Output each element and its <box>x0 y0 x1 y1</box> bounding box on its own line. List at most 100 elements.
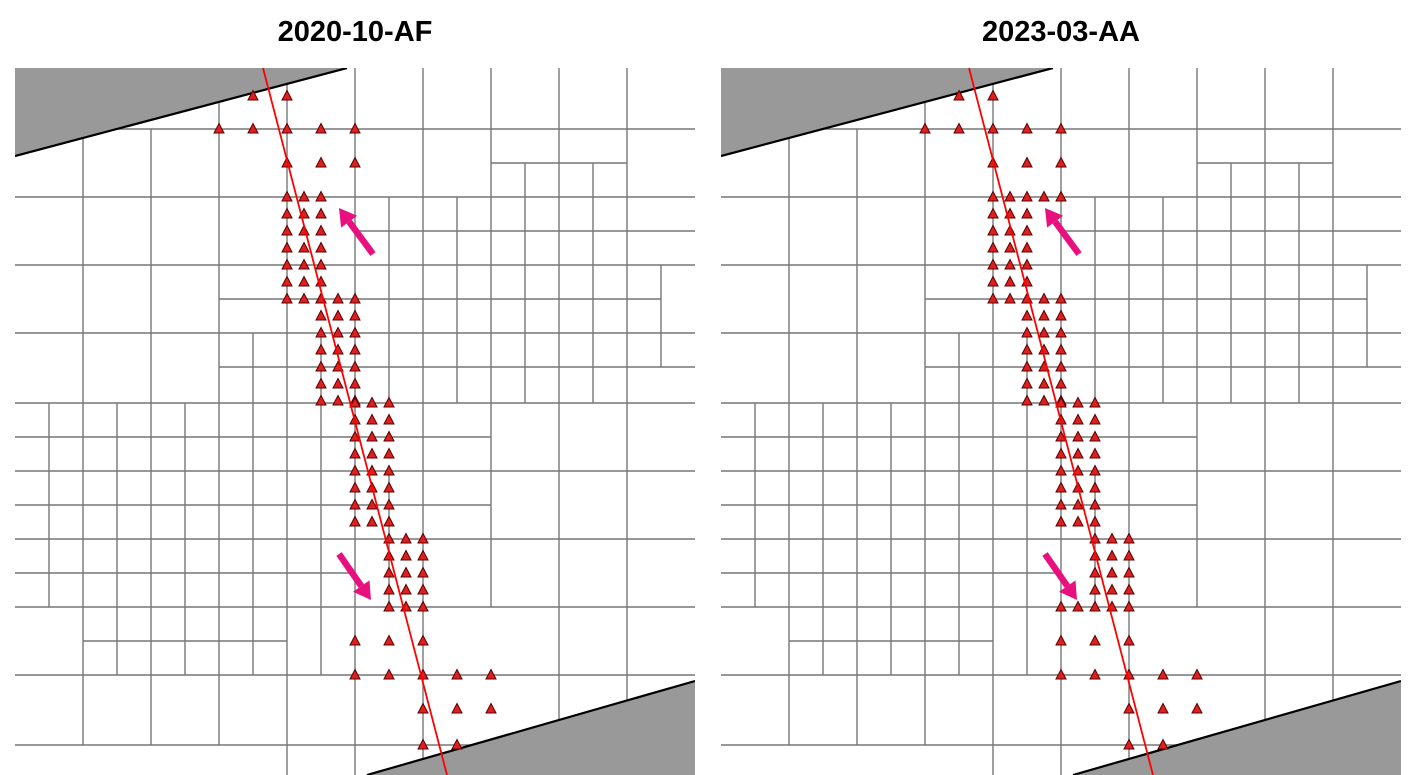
triangle-marker-icon <box>1038 394 1050 406</box>
triangle-marker-icon <box>485 702 497 714</box>
triangle-marker-icon <box>1021 326 1033 338</box>
triangle-marker-icon <box>1072 413 1084 425</box>
triangle-marker-icon <box>349 396 361 408</box>
triangle-marker-icon <box>953 122 965 134</box>
triangle-marker-icon <box>332 309 344 321</box>
triangle-marker-icon <box>281 89 293 101</box>
triangle-marker-icon <box>1106 583 1118 595</box>
triangle-marker-icon <box>315 156 327 168</box>
triangle-marker-icon <box>1089 481 1101 493</box>
triangle-marker-icon <box>349 292 361 304</box>
triangle-marker-icon <box>1123 532 1135 544</box>
triangle-marker-icon <box>1055 447 1067 459</box>
arrow-shaft <box>1042 552 1070 588</box>
triangle-marker-icon <box>1106 532 1118 544</box>
triangle-marker-icon <box>417 702 429 714</box>
triangle-marker-icon <box>1021 190 1033 202</box>
triangle-marker-icon <box>349 668 361 680</box>
triangle-marker-icon <box>383 600 395 612</box>
triangle-marker-icon <box>315 326 327 338</box>
triangle-marker-icon <box>281 190 293 202</box>
triangle-marker-icon <box>987 190 999 202</box>
triangle-marker-icon <box>1021 394 1033 406</box>
panel-title: 2023-03-AA <box>982 16 1140 48</box>
triangle-marker-icon <box>400 566 412 578</box>
triangle-marker-icon <box>1072 498 1084 510</box>
triangle-marker-icon <box>1106 549 1118 561</box>
triangle-marker-icon <box>332 394 344 406</box>
triangle-marker-icon <box>1021 207 1033 219</box>
triangle-marker-icon <box>1055 430 1067 442</box>
triangle-marker-icon <box>383 464 395 476</box>
mesh-diagram <box>721 68 1401 775</box>
triangle-marker-icon <box>298 292 310 304</box>
triangle-marker-icon <box>1157 702 1169 714</box>
triangle-marker-icon <box>281 275 293 287</box>
triangle-marker-icon <box>953 89 965 101</box>
triangle-marker-icon <box>987 258 999 270</box>
triangle-marker-icon <box>1055 156 1067 168</box>
arrow-icon <box>1042 552 1077 600</box>
triangle-marker-icon <box>1021 258 1033 270</box>
triangle-marker-icon <box>1055 481 1067 493</box>
trace-line <box>968 68 1154 775</box>
triangle-marker-icon <box>1123 566 1135 578</box>
triangle-marker-icon <box>987 275 999 287</box>
triangle-marker-icon <box>1038 309 1050 321</box>
triangle-marker-icon <box>417 583 429 595</box>
triangle-marker-icon <box>298 275 310 287</box>
triangle-marker-icon <box>1055 600 1067 612</box>
triangle-marker-icon <box>349 156 361 168</box>
triangle-marker-icon <box>1089 600 1101 612</box>
triangle-marker-icon <box>315 190 327 202</box>
triangle-marker-icon <box>315 309 327 321</box>
triangle-marker-icon <box>366 515 378 527</box>
triangle-marker-icon <box>1055 309 1067 321</box>
triangle-marker-icon <box>1123 600 1135 612</box>
triangle-marker-icon <box>1072 464 1084 476</box>
triangle-marker-icon <box>366 430 378 442</box>
triangle-marker-icon <box>383 634 395 646</box>
triangle-marker-icon <box>1089 498 1101 510</box>
triangle-marker-icon <box>1021 343 1033 355</box>
triangle-marker-icon <box>315 258 327 270</box>
triangle-marker-icon <box>1123 634 1135 646</box>
triangle-marker-icon <box>315 394 327 406</box>
triangle-marker-icon <box>1004 190 1016 202</box>
arrow-head <box>1045 208 1064 228</box>
arrow-icon <box>339 208 376 256</box>
triangle-marker-icon <box>366 413 378 425</box>
triangle-marker-icon <box>281 241 293 253</box>
arrow-head <box>1059 580 1077 600</box>
triangle-marker-icon <box>417 600 429 612</box>
triangle-marker-icon <box>1055 634 1067 646</box>
triangle-marker-icon <box>281 122 293 134</box>
arrow-shaft <box>336 552 364 588</box>
triangle-marker-icon <box>1089 430 1101 442</box>
triangle-marker-icon <box>1055 515 1067 527</box>
arrow-icon <box>1045 208 1082 256</box>
triangle-marker-icon <box>1106 566 1118 578</box>
triangle-marker-icon <box>1004 258 1016 270</box>
triangle-marker-icon <box>349 481 361 493</box>
arrow-icon <box>336 552 371 600</box>
triangle-marker-icon <box>349 430 361 442</box>
triangle-marker-icon <box>366 447 378 459</box>
triangle-marker-icon <box>919 122 931 134</box>
boundary-edge-bottom <box>1072 679 1401 775</box>
triangle-marker-icon <box>315 377 327 389</box>
triangle-marker-icon <box>332 292 344 304</box>
triangle-marker-icon <box>332 377 344 389</box>
triangle-marker-icon <box>987 224 999 236</box>
triangle-marker-icon <box>383 668 395 680</box>
triangle-marker-icon <box>451 702 463 714</box>
triangle-marker-icon <box>383 566 395 578</box>
triangle-marker-icon <box>987 89 999 101</box>
triangle-marker-icon <box>400 549 412 561</box>
triangle-marker-icon <box>1089 464 1101 476</box>
triangle-marker-icon <box>349 464 361 476</box>
triangle-marker-icon <box>281 292 293 304</box>
arrow-head <box>353 580 371 600</box>
triangle-marker-icon <box>1089 515 1101 527</box>
triangle-marker-icon <box>987 122 999 134</box>
